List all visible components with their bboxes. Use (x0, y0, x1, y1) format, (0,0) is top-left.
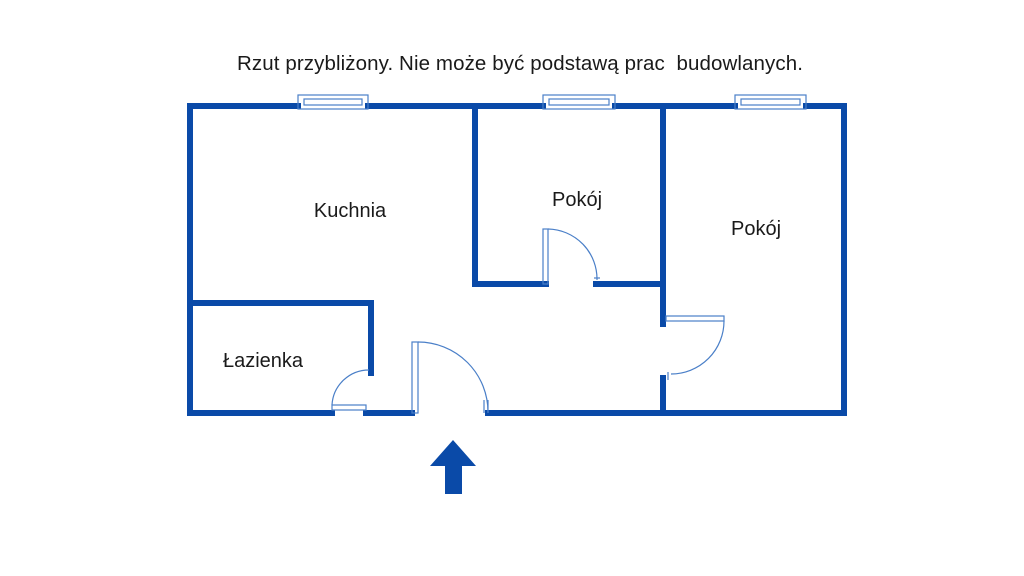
disclaimer-note: Rzut przybliżony. Nie może być podstawą … (236, 52, 804, 75)
window-kitchen (297, 94, 369, 110)
entrance-arrow (430, 440, 476, 494)
doors (331, 228, 725, 414)
window-small-room (542, 94, 616, 110)
door-large-room (665, 315, 725, 380)
door-entrance (411, 341, 489, 414)
room-label-kitchen: Kuchnia (314, 200, 387, 222)
room-label-large-room: Pokój (731, 218, 781, 240)
window-large-room (734, 94, 807, 110)
windows (297, 94, 807, 110)
arrow-up-icon (430, 440, 476, 494)
room-label-small-room: Pokój (552, 189, 602, 211)
door-bathroom (331, 369, 370, 411)
door-small-room (542, 228, 600, 285)
room-label-bathroom: Łazienka (223, 350, 304, 372)
walls (187, 103, 847, 416)
